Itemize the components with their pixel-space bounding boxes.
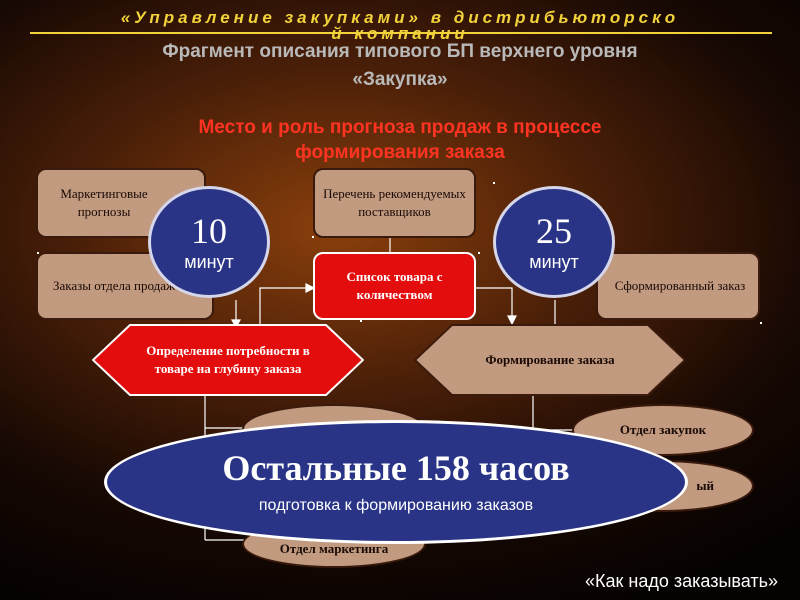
ellipse-label: ый (696, 478, 714, 493)
time-value: 25 (536, 211, 572, 251)
decor-dot (493, 182, 495, 184)
need-definition-hexagon (92, 324, 364, 396)
order-forming-hexagon (414, 324, 686, 396)
page-subtitle: Фрагмент описания типового БП верхнего у… (0, 38, 800, 94)
decor-dot (312, 236, 314, 238)
ellipse-label: Отдел закупок (619, 422, 707, 437)
time-value: 10 (191, 211, 227, 251)
decor-dot (760, 322, 762, 324)
callout-main-text: Остальные 158 часов (222, 448, 570, 488)
box-label: Список товара с количеством (346, 269, 443, 302)
remaining-hours-callout: Остальные 158 часов подготовка к формиро… (104, 420, 688, 544)
subtitle-line: «Закупка» (352, 69, 448, 90)
section-title-line: Место и роль прогноза продаж в процессе (198, 117, 602, 138)
time-unit: минут (529, 252, 579, 272)
box-label: Перечень рекомендуемых поставщиков (323, 186, 466, 219)
how-to-order-link[interactable]: «Как надо заказывать» (585, 571, 778, 591)
banner-title-continuation: й компании (331, 24, 469, 43)
time-circle-right: 25 минут (493, 186, 615, 298)
banner-title: «Управление закупками» в дистрибьюторско (120, 8, 680, 27)
time-unit: минут (184, 252, 234, 272)
box-label: Маркетинговые прогнозы (60, 186, 148, 219)
goods-list-box: Список товара с количеством (313, 252, 476, 320)
box-label: Сформированный заказ (614, 278, 746, 293)
decor-dot (360, 320, 362, 322)
decor-dot (478, 252, 480, 254)
subtitle-line: Фрагмент описания типового БП верхнего у… (162, 41, 638, 62)
ellipse-label: Отдел маркетинга (279, 541, 389, 556)
formed-order-box: Сформированный заказ (596, 252, 760, 320)
decor-dot (37, 252, 39, 254)
section-title: Место и роль прогноза продаж в процессе … (0, 115, 800, 165)
section-title-line: формирования заказа (295, 142, 505, 163)
suppliers-list-box: Перечень рекомендуемых поставщиков (313, 168, 476, 238)
callout-sub-text: подготовка к формированию заказов (258, 497, 534, 514)
need-definition-label: Определение потребности в товаре на глуб… (146, 343, 310, 376)
banner-underline (30, 32, 772, 34)
order-forming-label: Формирование заказа (485, 352, 615, 367)
box-label: Заказы отдела продаж (53, 278, 175, 293)
time-circle-left: 10 минут (148, 186, 270, 298)
